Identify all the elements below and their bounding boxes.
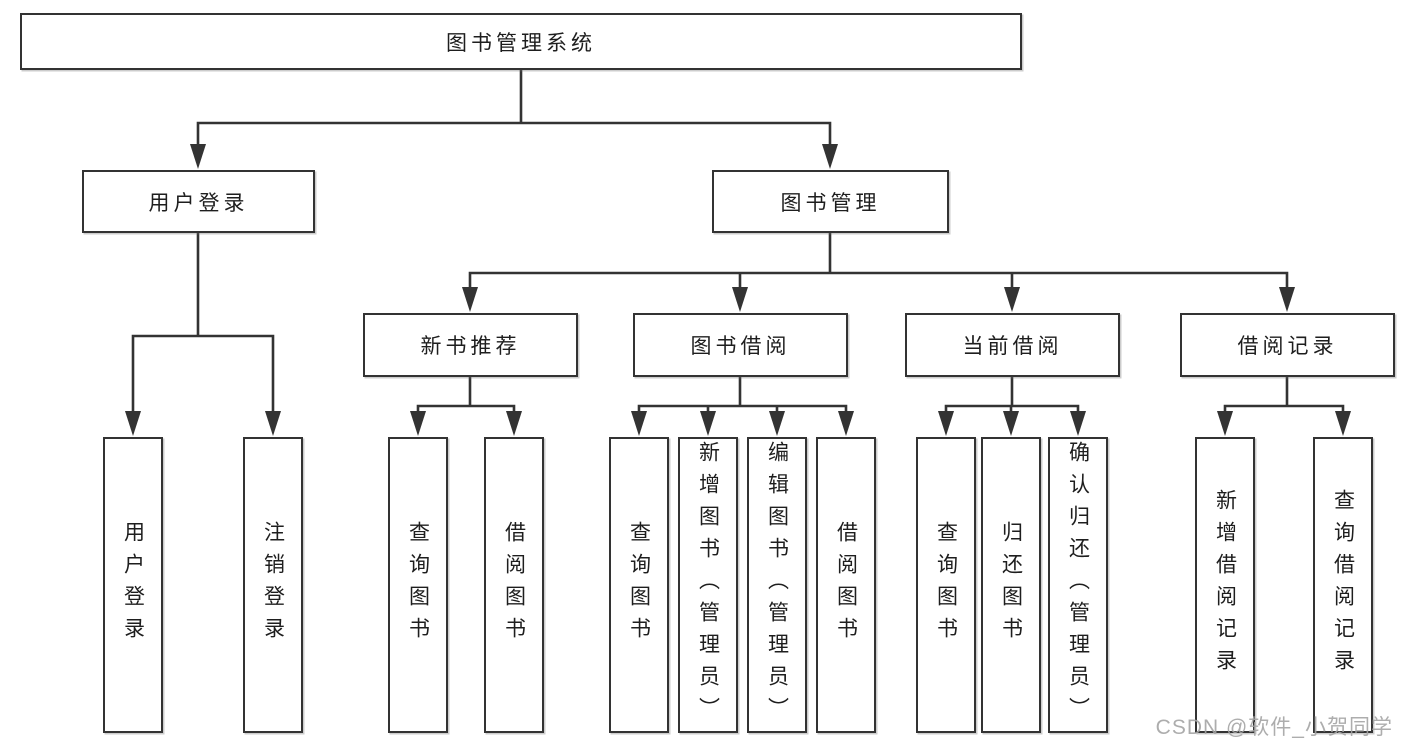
arrowhead-icon [1279, 287, 1295, 312]
leaf-add-borrow-record: 新增借阅记录 [1195, 437, 1255, 733]
arrowhead-icon [190, 144, 206, 169]
node-label: 借阅图书 [502, 521, 526, 649]
connector-book-mgmt-to-level3 [468, 231, 1289, 292]
leaf-query-borrow-record: 查询借阅记录 [1313, 437, 1373, 733]
arrowhead-icon [410, 411, 426, 436]
node-label: 图书管理 [780, 191, 881, 215]
arrowhead-icon [700, 411, 716, 436]
leaf-query-books-current: 查询图书 [916, 437, 976, 733]
connector-book-borrow-children [637, 375, 848, 416]
arrowhead-icon [1217, 411, 1233, 436]
node-label: 图书借阅 [690, 335, 791, 358]
arrowhead-icon [1070, 411, 1086, 436]
leaf-query-books-borrow: 查询图书 [609, 437, 669, 733]
leaf-edit-books-admin: 编辑图书（管理员） [747, 437, 807, 733]
node-label: 用户登录 [121, 521, 145, 649]
arrowhead-icon [838, 411, 854, 436]
connector-borrow-records-children [1223, 375, 1345, 416]
node-label: 查询图书 [406, 521, 430, 649]
arrowheads [125, 144, 1351, 436]
node-label: 编辑图书（管理员） [765, 441, 789, 729]
connector-new-books-children [416, 375, 516, 416]
node-label: 查询图书 [934, 521, 958, 649]
node-label: 新增图书（管理员） [696, 441, 720, 729]
node-root-library-system: 图书管理系统 [20, 13, 1022, 70]
watermark-text: CSDN @软件_小贺同学 [1155, 716, 1393, 739]
node-user-login: 用户登录 [82, 170, 315, 233]
node-label: 归还图书 [999, 521, 1023, 649]
leaf-return-books: 归还图书 [981, 437, 1041, 733]
leaf-borrow-books: 借阅图书 [816, 437, 876, 733]
arrowhead-icon [1003, 411, 1019, 436]
leaf-confirm-return-admin: 确认归还（管理员） [1048, 437, 1108, 733]
arrowhead-icon [631, 411, 647, 436]
leaf-add-books-admin: 新增图书（管理员） [678, 437, 738, 733]
arrowhead-icon [125, 411, 141, 436]
arrowhead-icon [462, 287, 478, 312]
leaf-user-login: 用户登录 [103, 437, 163, 733]
leaf-query-books-recommend: 查询图书 [388, 437, 448, 733]
node-new-book-recommend: 新书推荐 [363, 313, 578, 377]
node-current-borrowing: 当前借阅 [905, 313, 1120, 377]
leaf-logout: 注销登录 [243, 437, 303, 733]
node-label: 用户登录 [148, 191, 249, 215]
arrowhead-icon [822, 144, 838, 169]
node-label: 查询图书 [627, 521, 651, 649]
arrowhead-icon [732, 287, 748, 312]
arrowhead-icon [938, 411, 954, 436]
leaf-borrow-books-recommend: 借阅图书 [484, 437, 544, 733]
node-label: 查询借阅记录 [1331, 489, 1355, 681]
node-label: 借阅图书 [834, 521, 858, 649]
node-book-borrowing: 图书借阅 [633, 313, 848, 377]
arrowhead-icon [265, 411, 281, 436]
node-label: 图书管理系统 [446, 31, 596, 55]
node-label: 确认归还（管理员） [1066, 441, 1090, 729]
connector-user-login-children [131, 231, 275, 416]
node-label: 新增借阅记录 [1213, 489, 1237, 681]
arrowhead-icon [506, 411, 522, 436]
node-borrowing-records: 借阅记录 [1180, 313, 1395, 377]
node-label: 注销登录 [261, 521, 285, 649]
arrowhead-icon [769, 411, 785, 436]
node-label: 当前借阅 [962, 335, 1063, 358]
arrowhead-icon [1004, 287, 1020, 312]
connector-root-to-level2 [196, 68, 832, 149]
connector-current-borrow-children [944, 375, 1080, 416]
node-label: 借阅记录 [1237, 335, 1338, 358]
node-label: 新书推荐 [420, 335, 521, 358]
node-book-management: 图书管理 [712, 170, 949, 233]
arrowhead-icon [1335, 411, 1351, 436]
